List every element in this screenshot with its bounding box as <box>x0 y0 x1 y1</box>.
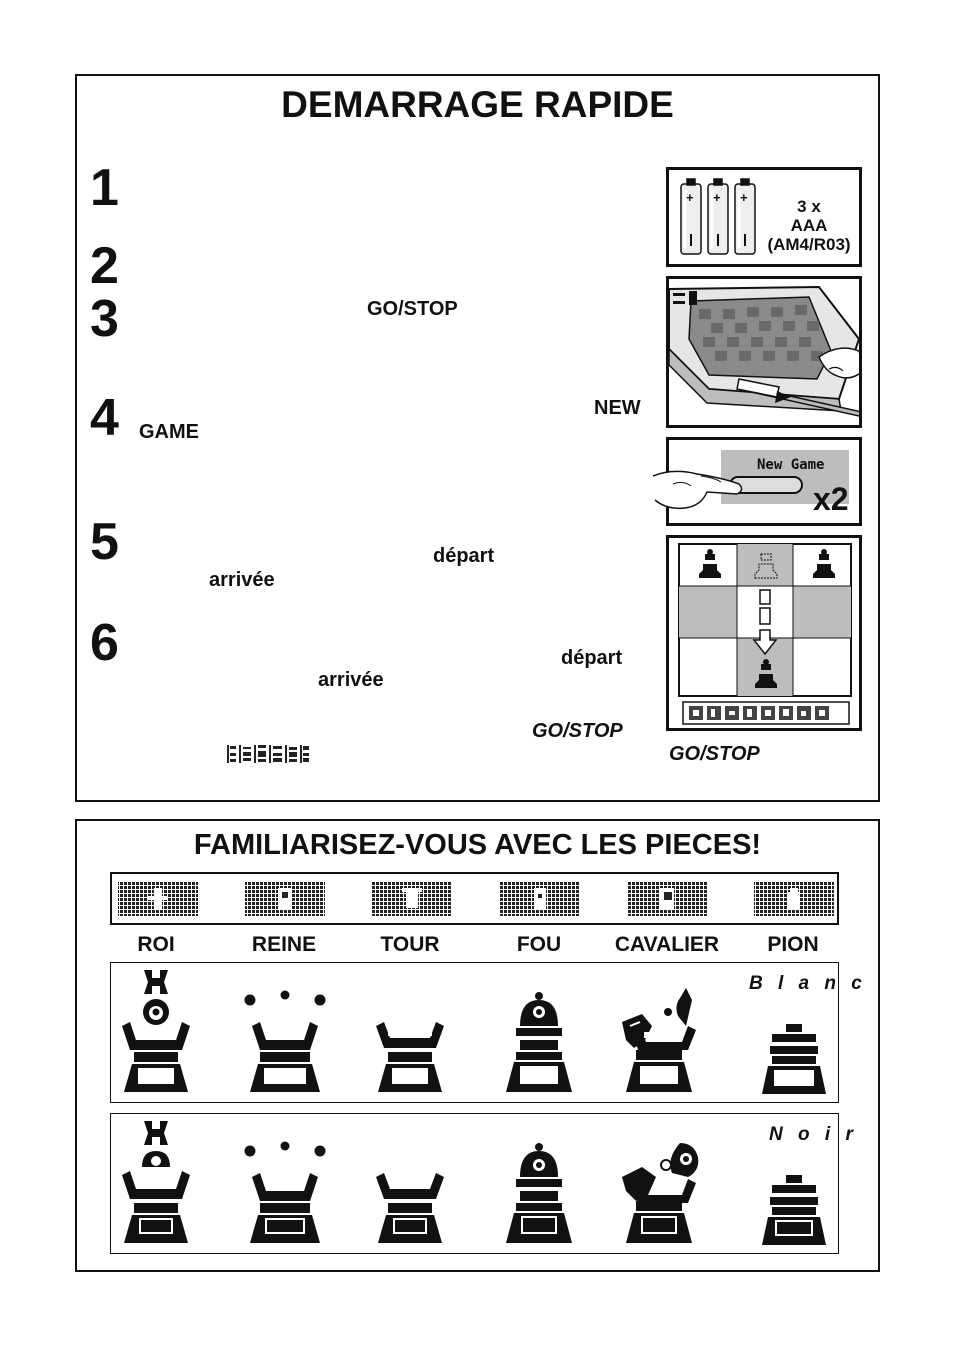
step6-arrivee-keyword: arrivée <box>318 669 384 691</box>
battery-icon: + + + <box>680 178 756 255</box>
step-number-3: 3 <box>90 290 119 348</box>
step-number-2: 2 <box>90 237 119 295</box>
newgame-label: New Game <box>757 457 825 473</box>
svg-text:+: + <box>686 190 694 205</box>
pieces-panel <box>75 819 880 1272</box>
black-rook-icon <box>376 1173 444 1243</box>
step4-game-keyword: GAME <box>139 421 199 443</box>
step6-gostop-keyword: GO/STOP <box>532 720 623 742</box>
white-king-icon <box>122 970 190 1092</box>
step-number-5: 5 <box>90 513 119 571</box>
black-king-icon <box>122 1121 190 1243</box>
pointing-finger-icon <box>653 470 743 510</box>
piece-label-fou: FOU <box>516 933 562 956</box>
svg-text:+: + <box>713 190 721 205</box>
white-queen-icon <box>244 990 326 1092</box>
battery-illustration: + + + 3 x AAA (AM4/R03) <box>666 167 862 267</box>
step6-depart-keyword: départ <box>561 647 623 669</box>
step-number-6: 6 <box>90 614 119 672</box>
black-queen-icon <box>244 1141 326 1243</box>
white-pieces-row <box>110 962 839 1103</box>
pieces-title: FAMILIARISEZ-VOUS AVEC LES PIECES! <box>193 829 762 861</box>
step3-gostop-keyword: GO/STOP <box>367 298 458 320</box>
white-rook-icon <box>376 1022 444 1092</box>
step4-new-keyword: NEW <box>594 397 641 419</box>
step-number-4: 4 <box>90 389 119 447</box>
quickstart-panel <box>75 74 880 802</box>
black-set-label: N o i r <box>769 1124 858 1145</box>
newgame-times: x2 <box>813 481 849 517</box>
battery-type: AAA <box>790 216 828 235</box>
step-number-1: 1 <box>90 159 119 217</box>
chess-device-icon <box>669 285 859 417</box>
black-pieces-row <box>110 1113 839 1254</box>
white-knight-icon <box>622 988 696 1092</box>
white-bishop-icon <box>506 992 572 1092</box>
black-knight-icon <box>622 1143 699 1243</box>
piece-label-cavalier: CAVALIER <box>614 933 720 956</box>
step5-arrivee-keyword: arrivée <box>209 569 275 591</box>
side-gostop-caption: GO/STOP <box>669 743 760 765</box>
lcd-display-icon <box>226 743 310 765</box>
battery-code: (AM4/R03) <box>767 235 851 254</box>
lcd-symbols-icon <box>118 882 834 916</box>
quickstart-title: DEMARRAGE RAPIDE <box>281 84 674 125</box>
piece-label-tour: TOUR <box>380 933 440 956</box>
black-bishop-icon <box>506 1143 572 1243</box>
white-pawn-icon <box>762 1024 826 1094</box>
board-move-icon <box>678 543 852 725</box>
white-set-label: B l a n c <box>749 973 867 994</box>
newgame-illustration: New Game x2 <box>653 437 862 526</box>
black-pawn-icon <box>762 1175 826 1245</box>
lcd-symbols-strip <box>110 872 839 925</box>
svg-text:+: + <box>740 190 748 205</box>
move-board-illustration <box>666 535 862 731</box>
piece-label-pion: PION <box>767 933 819 956</box>
device-stylus-illustration <box>666 276 862 428</box>
step5-depart-keyword: départ <box>433 545 495 567</box>
battery-count: 3 x <box>797 197 821 216</box>
piece-label-roi: ROI <box>137 933 175 956</box>
piece-label-reine: REINE <box>251 933 317 956</box>
